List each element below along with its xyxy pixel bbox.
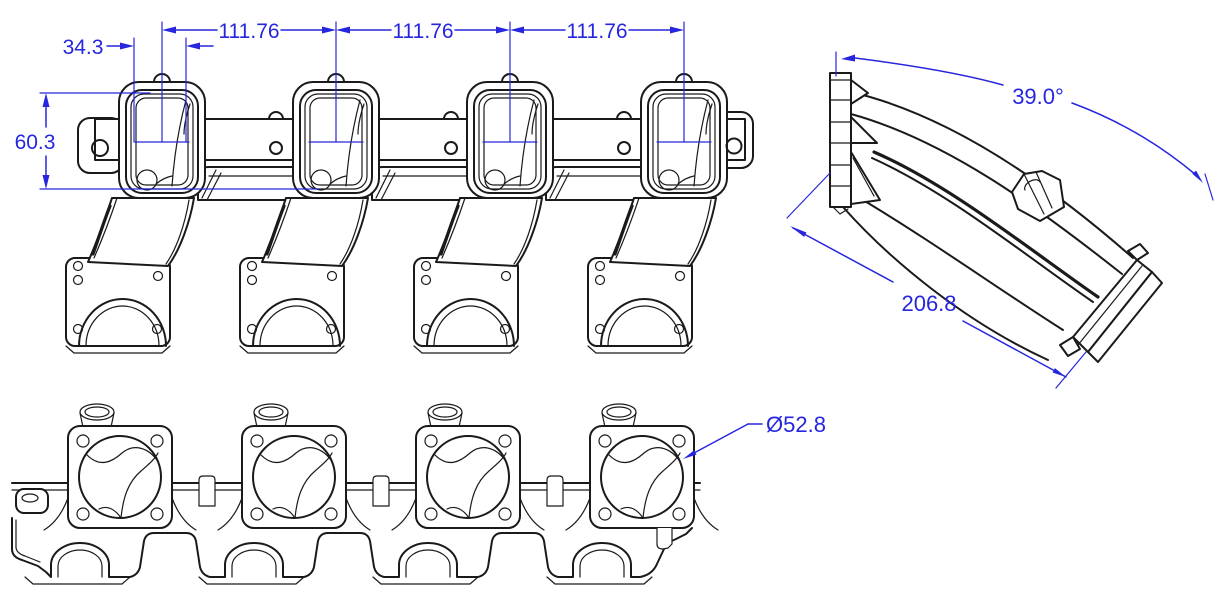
side-head-flange: [829, 72, 852, 208]
base-rail: [11, 517, 693, 578]
bottom-view: Ø52.8: [11, 403, 826, 585]
dimension-port-pitch-2: 111.76: [392, 20, 453, 43]
front-geometry: [64, 73, 754, 355]
throttle-flange-2: [217, 403, 371, 531]
bolt-hole: [91, 139, 109, 157]
side-geometry: [829, 72, 1163, 363]
runner-3: [412, 196, 544, 355]
throttle-flange-3: [391, 403, 545, 531]
dimension-runner-length: 206.8: [901, 291, 956, 316]
dimension-port-pitch-3: 111.76: [566, 20, 627, 43]
mount-boss: [1011, 170, 1065, 222]
bolt-hole: [617, 141, 631, 155]
front-dimensions: 111.76 111.76 111.76 34.3 60.3: [15, 20, 712, 190]
runner-1: [64, 196, 196, 355]
dimension-port-height: 60.3: [15, 131, 56, 154]
end-tab: [15, 488, 49, 514]
dimension-port-pitch-1: 111.76: [218, 20, 279, 43]
dimension-port-offset: 34.3: [63, 36, 104, 59]
bolt-hole: [444, 141, 458, 155]
side-dimensions: 39.0° 206.8: [786, 51, 1214, 389]
bolt-hole: [725, 137, 743, 155]
dimension-bore-diameter: Ø52.8: [766, 412, 826, 437]
throttle-flange-4: [565, 403, 719, 531]
side-view: 39.0° 206.8: [786, 51, 1214, 389]
dimension-plenum-angle: 39.0°: [1012, 84, 1064, 109]
runner-4: [586, 196, 718, 355]
front-view: 111.76 111.76 111.76 34.3 60.3: [15, 20, 754, 355]
bottom-dimensions: Ø52.8: [683, 412, 826, 459]
bottom-geometry: [11, 403, 719, 585]
throttle-flange-1: [43, 403, 197, 531]
runner-2: [238, 196, 370, 355]
bolt-hole: [269, 141, 283, 155]
